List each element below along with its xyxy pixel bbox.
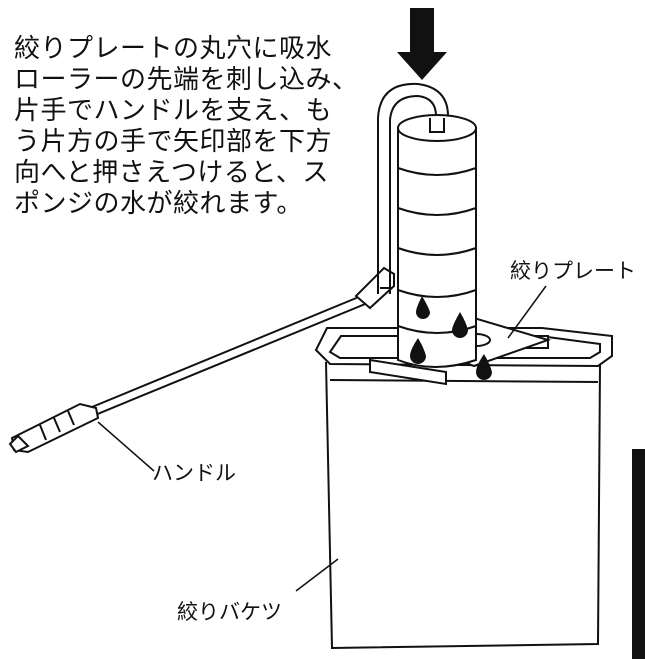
- water-drop-icon: [476, 354, 492, 380]
- instruction-text: 絞りプレートの丸穴に吸水 ローラーの先端を刺し込み、 片手でハンドルを支え、も …: [14, 34, 359, 219]
- water-drop-icon: [452, 312, 468, 338]
- bucket-label: 絞りバケツ: [177, 600, 282, 624]
- down-arrow-icon: [397, 8, 447, 80]
- bucket: [314, 327, 613, 650]
- roller-frame: [377, 82, 449, 294]
- water-drops: [410, 296, 492, 380]
- leader-lines: [97, 285, 547, 592]
- water-drop-icon: [410, 338, 426, 364]
- edge-tab: [632, 449, 645, 659]
- handle-label: ハンドル: [152, 461, 236, 485]
- handle-pole: [8, 266, 395, 454]
- water-drop-icon: [416, 296, 430, 319]
- plate-label: 絞りプレート: [510, 259, 636, 283]
